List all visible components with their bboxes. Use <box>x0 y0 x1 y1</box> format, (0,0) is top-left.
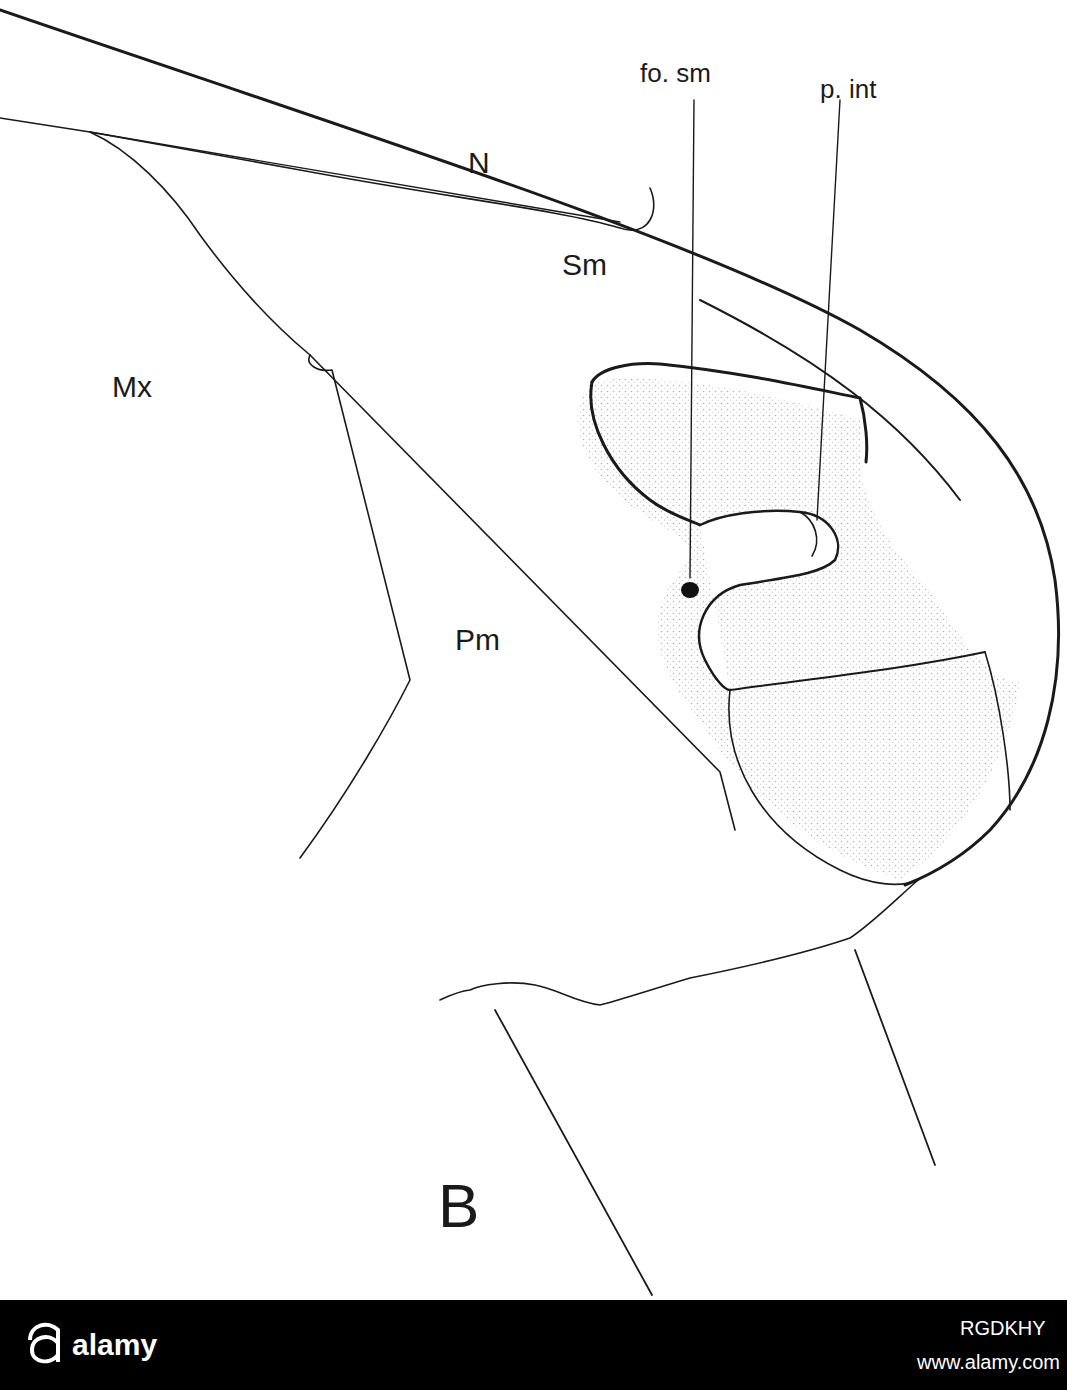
watermark-bar <box>0 1300 1067 1390</box>
watermark: RGDKHY <box>960 1318 1046 1338</box>
part-label: N <box>468 148 490 178</box>
figure-letter: B <box>438 1175 479 1237</box>
watermark: alamy <box>72 1330 157 1360</box>
part-label: Mx <box>112 372 152 402</box>
part-label: p. int <box>820 76 876 102</box>
part-label: Sm <box>562 250 607 280</box>
part-label: Pm <box>455 625 500 655</box>
part-label: fo. sm <box>640 60 711 86</box>
watermark: www.alamy.com <box>917 1352 1060 1372</box>
